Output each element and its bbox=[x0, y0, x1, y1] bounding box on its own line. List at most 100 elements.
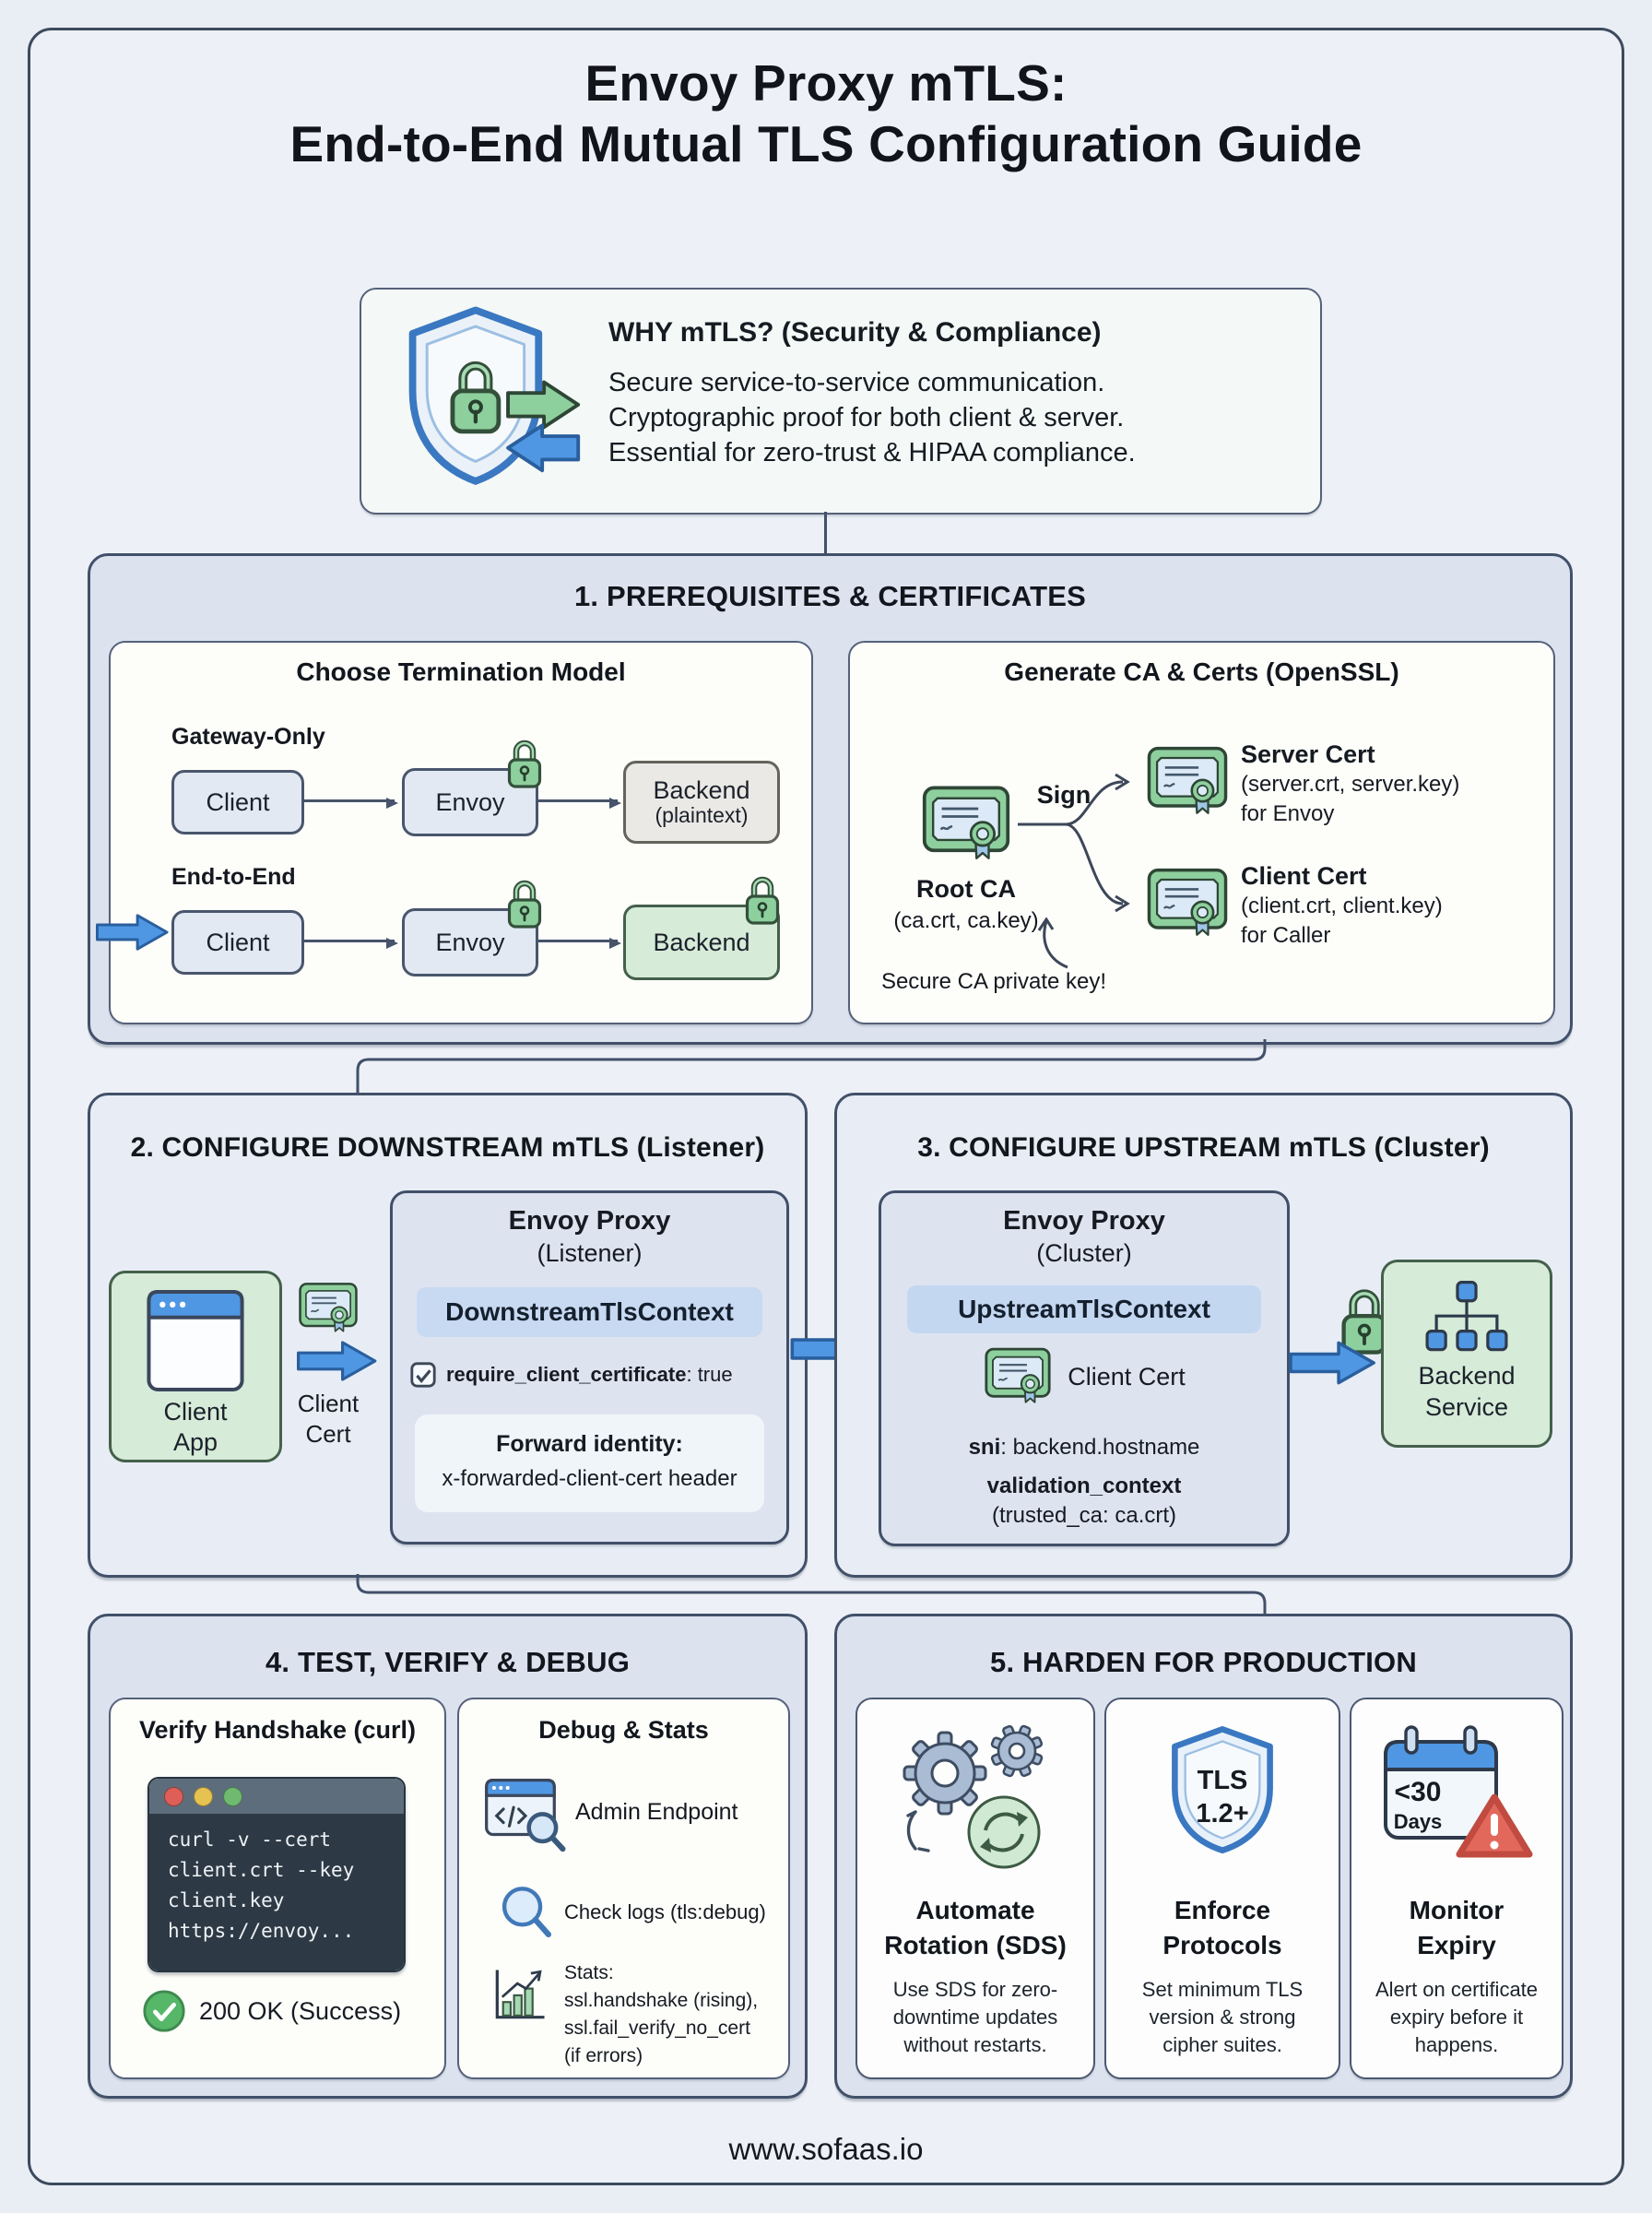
server-cert-label: Server Cert bbox=[1241, 740, 1375, 768]
gears-rotation-icon bbox=[903, 1724, 1044, 1869]
end-to-end-label: End-to-End bbox=[171, 864, 296, 890]
stats-line: ssl.handshake (rising), bbox=[564, 1990, 759, 2011]
card3-title: Monitor bbox=[1409, 1896, 1504, 1924]
terminal-window: curl -v --cert client.crt --key client.k… bbox=[148, 1777, 406, 1972]
certificate-icon bbox=[922, 786, 1010, 860]
root-ca-files: (ca.crt, ca.key) bbox=[893, 908, 1039, 933]
client-app-label: App bbox=[172, 1428, 218, 1456]
envoy-listener-sub: (Listener) bbox=[537, 1239, 643, 1267]
upstream-client-cert-label: Client Cert bbox=[1068, 1362, 1186, 1391]
section1-header: 1. PREREQUISITES & CERTIFICATES bbox=[573, 580, 1087, 612]
browser-window-icon bbox=[147, 1289, 244, 1392]
certificate-icon bbox=[299, 1283, 358, 1333]
page-title-line2: End-to-End Mutual TLS Configuration Guid… bbox=[289, 115, 1363, 172]
downstream-tls-context-pill: DownstreamTlsContext bbox=[417, 1287, 762, 1337]
debug-title: Debug & Stats bbox=[538, 1716, 709, 1744]
verify-title: Verify Handshake (curl) bbox=[138, 1716, 417, 1744]
section5-header: 5. HARDEN FOR PRODUCTION bbox=[990, 1646, 1417, 1678]
client-cert-files: (client.crt, client.key) bbox=[1241, 893, 1443, 918]
connector-line bbox=[356, 1574, 1267, 1614]
terminal-line: client.key bbox=[168, 1889, 285, 1911]
forward-identity-box: Forward identity: x-forwarded-client-cer… bbox=[415, 1414, 764, 1512]
flow-arrow-icon bbox=[96, 914, 169, 951]
tls-shield-text: TLS bbox=[1197, 1766, 1248, 1795]
stats-line: (if errors) bbox=[564, 2045, 643, 2066]
connector-line bbox=[824, 512, 827, 553]
sni-val: : backend.hostname bbox=[1000, 1435, 1200, 1460]
section2-header: 2. CONFIGURE DOWNSTREAM mTLS (Listener) bbox=[130, 1132, 765, 1163]
backend-service-node: Backend Service bbox=[1381, 1260, 1552, 1448]
calendar-days-text: <30 bbox=[1394, 1777, 1442, 1807]
lock-icon bbox=[743, 875, 782, 927]
why-line: Secure service-to-service communication. bbox=[608, 368, 1105, 397]
sni-key: sni bbox=[968, 1435, 1001, 1460]
card-enforce-protocols: TLS 1.2+ Enforce Protocols Set minimum T… bbox=[1104, 1698, 1340, 2079]
client-node: Client bbox=[171, 770, 304, 834]
terminal-output: curl -v --cert client.crt --key client.k… bbox=[149, 1814, 404, 1970]
arrow-right-icon bbox=[537, 798, 621, 809]
envoy-node: Envoy bbox=[402, 908, 538, 976]
admin-endpoint-label: Admin Endpoint bbox=[575, 1799, 738, 1825]
success-label: 200 OK (Success) bbox=[199, 1996, 402, 2025]
card1-title: Rotation (SDS) bbox=[884, 1931, 1067, 1959]
terminal-dot-green-icon bbox=[223, 1786, 242, 1806]
checkbox-icon bbox=[410, 1362, 436, 1388]
terminal-line: https://envoy... bbox=[168, 1920, 355, 1942]
client-node: Client bbox=[171, 910, 304, 975]
require-cert-key: require_client_certificate bbox=[446, 1363, 687, 1386]
ca-title: Generate CA & Certs (OpenSSL) bbox=[1004, 657, 1399, 686]
why-title: WHY mTLS? (Security & Compliance) bbox=[608, 317, 1102, 348]
gateway-only-label: Gateway-Only bbox=[171, 724, 325, 750]
certificate-icon bbox=[1147, 746, 1228, 815]
ca-note: Secure CA private key! bbox=[880, 969, 1107, 994]
server-cert-for: for Envoy bbox=[1241, 801, 1335, 826]
client-cert-for: for Caller bbox=[1241, 923, 1331, 948]
client-app-label: Client bbox=[163, 1398, 228, 1426]
envoy-listener-box: Envoy Proxy (Listener) DownstreamTlsCont… bbox=[390, 1190, 789, 1544]
stats-chart-icon bbox=[495, 1970, 545, 2019]
backend-service-label: Service bbox=[1424, 1393, 1509, 1421]
forward-identity-body: x-forwarded-client-cert header bbox=[442, 1466, 738, 1491]
arrow-right-icon bbox=[302, 798, 398, 809]
card1-title: Automate bbox=[915, 1896, 1035, 1924]
section-upstream: 3. CONFIGURE UPSTREAM mTLS (Cluster) Env… bbox=[834, 1093, 1573, 1578]
require-cert-val: : true bbox=[686, 1363, 733, 1386]
curved-arrow-icon bbox=[1037, 917, 1068, 969]
why-line: Cryptographic proof for both client & se… bbox=[608, 403, 1125, 432]
card2-title: Protocols bbox=[1162, 1931, 1282, 1959]
why-mtls-panel: WHY mTLS? (Security & Compliance) Secure… bbox=[360, 288, 1322, 515]
lock-icon bbox=[505, 879, 544, 930]
client-cert-caption: Client bbox=[297, 1390, 360, 1417]
terminal-line: client.crt --key bbox=[168, 1859, 355, 1881]
terminal-dot-yellow-icon bbox=[194, 1786, 213, 1806]
envoy-cluster-sub: (Cluster) bbox=[1036, 1239, 1132, 1267]
section4-header: 4. TEST, VERIFY & DEBUG bbox=[265, 1646, 631, 1678]
tls-shield-icon bbox=[1172, 1726, 1273, 1853]
section3-header: 3. CONFIGURE UPSTREAM mTLS (Cluster) bbox=[917, 1132, 1490, 1163]
sign-label: Sign bbox=[1036, 781, 1092, 809]
client-cert-label: Client Cert bbox=[1241, 862, 1367, 890]
validation-context-key: validation_context bbox=[986, 1473, 1182, 1498]
section-test-debug: 4. TEST, VERIFY & DEBUG Verify Handshake… bbox=[88, 1614, 808, 2099]
check-logs-label: Check logs (tls:debug) bbox=[564, 1900, 766, 1923]
terminal-line: curl -v --cert bbox=[168, 1828, 332, 1851]
ca-certs-panel: Generate CA & Certs (OpenSSL) Root CA (c… bbox=[848, 641, 1555, 1024]
arrow-right-icon bbox=[537, 938, 621, 949]
backend-plaintext-node: Backend (plaintext) bbox=[623, 761, 780, 844]
lock-icon bbox=[505, 739, 544, 790]
server-cert-files: (server.crt, server.key) bbox=[1241, 772, 1460, 797]
card-monitor-expiry: <30 Days Monitor Expiry Alert on certifi… bbox=[1350, 1698, 1564, 2079]
section-downstream: 2. CONFIGURE DOWNSTREAM mTLS (Listener) … bbox=[88, 1093, 808, 1578]
backend-service-label: Backend bbox=[1418, 1362, 1516, 1390]
certificate-icon bbox=[985, 1347, 1051, 1404]
check-circle-icon bbox=[143, 1990, 185, 2032]
arrow-right-icon bbox=[302, 938, 398, 949]
calendar-icon bbox=[1384, 1725, 1533, 1858]
terminal-dot-red-icon bbox=[164, 1786, 183, 1806]
termination-model-panel: Choose Termination Model Gateway-Only Cl… bbox=[96, 641, 813, 1024]
page-title-line1: Envoy Proxy mTLS: bbox=[584, 54, 1068, 112]
debug-stats-panel: Debug & Stats Admin Endpoint Check logs … bbox=[457, 1698, 790, 2079]
why-line: Essential for zero-trust & HIPAA complia… bbox=[608, 438, 1136, 467]
flow-arrow-icon bbox=[1280, 1339, 1386, 1387]
